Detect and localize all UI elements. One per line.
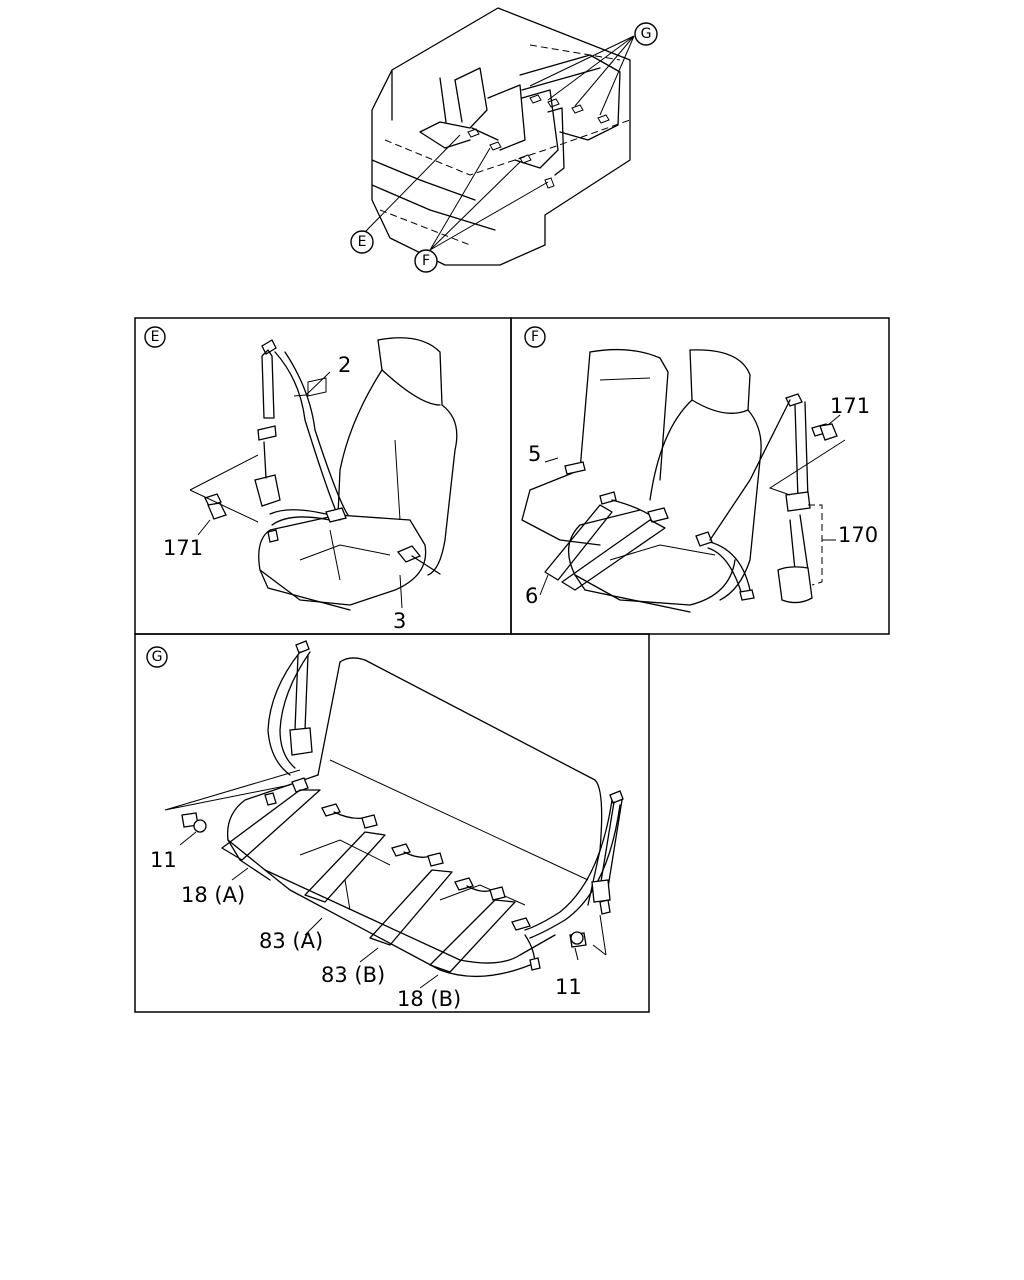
part-label-170: 170 xyxy=(838,523,878,547)
part-label-171-f: 171 xyxy=(830,394,870,418)
panel-e-tag: E xyxy=(151,329,160,345)
callout-e: E xyxy=(350,230,374,254)
part-label-11-right: 11 xyxy=(555,975,582,999)
part-label-171-e: 171 xyxy=(163,536,203,560)
callout-g: G xyxy=(634,22,658,46)
rear-bench-seat-illustration xyxy=(226,657,603,978)
belt-assembly-170 xyxy=(539,393,846,604)
part-label-5: 5 xyxy=(528,442,541,466)
passenger-seats-illustration xyxy=(521,348,762,613)
belt-assembly-2 xyxy=(189,339,441,609)
part-label-3: 3 xyxy=(393,609,406,633)
rear-belt-assemblies xyxy=(164,640,624,989)
panel-f: F xyxy=(510,317,890,635)
driver-seat-illustration xyxy=(258,337,458,611)
callout-f: F xyxy=(414,249,438,273)
svg-text:E: E xyxy=(358,234,367,250)
part-label-83b: 83 (B) xyxy=(321,963,385,987)
part-label-2: 2 xyxy=(338,353,351,377)
panel-e: E xyxy=(134,317,512,635)
part-label-83a: 83 (A) xyxy=(259,929,323,953)
part-label-18b: 18 (B) xyxy=(397,987,461,1011)
panel-g-tag: G xyxy=(152,649,163,665)
part-label-11-left: 11 xyxy=(150,848,177,872)
svg-text:F: F xyxy=(422,253,430,269)
panel-g: G xyxy=(134,633,650,1013)
part-label-18a: 18 (A) xyxy=(181,883,245,907)
panel-f-tag: F xyxy=(531,329,539,345)
svg-text:G: G xyxy=(641,26,652,42)
cab-overview-illustration xyxy=(364,7,635,266)
part-label-6: 6 xyxy=(525,584,538,608)
